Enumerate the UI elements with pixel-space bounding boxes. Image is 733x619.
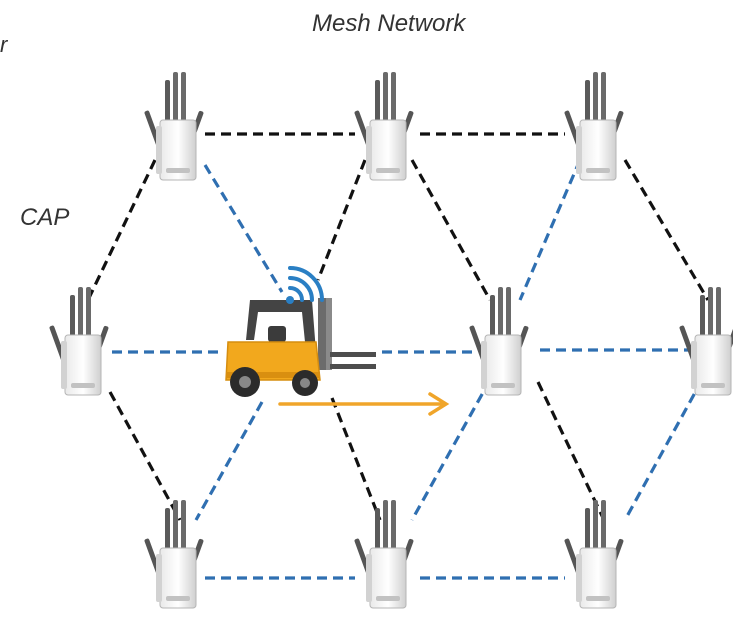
motion-arrow xyxy=(278,392,450,416)
mesh-links xyxy=(86,132,710,580)
link-black xyxy=(330,397,382,521)
access-point-icon xyxy=(353,499,415,609)
corner-text-fragment: r xyxy=(0,32,8,57)
forklift-icon xyxy=(225,298,376,397)
link-blue xyxy=(518,159,582,301)
access-point-icon xyxy=(678,286,733,396)
link-blue xyxy=(203,164,284,293)
node-label: CAP xyxy=(20,204,70,231)
link-blue xyxy=(410,379,492,521)
access-point-icon xyxy=(48,286,110,396)
access-point-icon xyxy=(468,286,530,396)
link-blue xyxy=(623,379,704,521)
diagram-title: Mesh Network xyxy=(312,10,466,37)
access-point-icon xyxy=(143,499,205,609)
link-black xyxy=(316,159,367,281)
link-black xyxy=(108,391,182,521)
link-black xyxy=(410,159,492,301)
access-point-icon xyxy=(563,499,625,609)
access-point-icon xyxy=(563,71,625,181)
link-black xyxy=(536,381,607,523)
link-black xyxy=(623,159,710,301)
link-black xyxy=(86,159,157,301)
link-blue xyxy=(194,401,264,521)
wifi-signal-icon xyxy=(286,266,324,304)
